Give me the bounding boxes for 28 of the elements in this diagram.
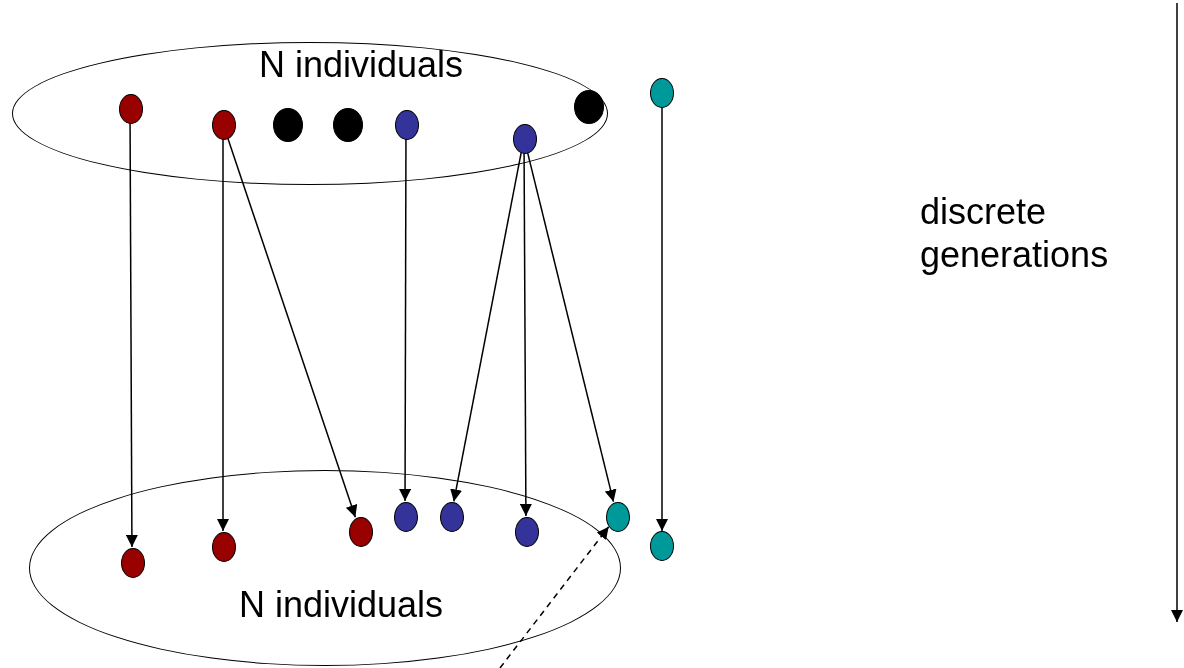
population-label: N individuals (238, 584, 444, 626)
individual-dot (119, 94, 143, 124)
arrow (217, 138, 229, 532)
individual-dot (333, 108, 363, 142)
arrow (499, 526, 610, 668)
individual-dot (273, 108, 303, 142)
arrow (125, 122, 138, 548)
individual-dot (395, 110, 419, 140)
arrow (399, 138, 412, 502)
arrow (656, 107, 668, 532)
individual-dot (121, 548, 145, 578)
individual-dot (440, 502, 464, 532)
individual-dot (349, 517, 373, 547)
individual-dot (606, 502, 630, 532)
arrow (519, 152, 532, 517)
individual-dot (212, 110, 236, 140)
individual-dot (515, 517, 539, 547)
arrow (450, 151, 522, 503)
axis-label: discrete generations (920, 190, 1110, 277)
population-label: N individuals (258, 44, 464, 86)
arrow (226, 137, 358, 518)
individual-dot (212, 532, 236, 562)
individual-dot (650, 531, 674, 561)
individual-dot (650, 78, 674, 108)
arrow (526, 151, 617, 503)
individual-dot (513, 124, 537, 154)
individual-dot (394, 502, 418, 532)
individual-dot (574, 90, 604, 124)
